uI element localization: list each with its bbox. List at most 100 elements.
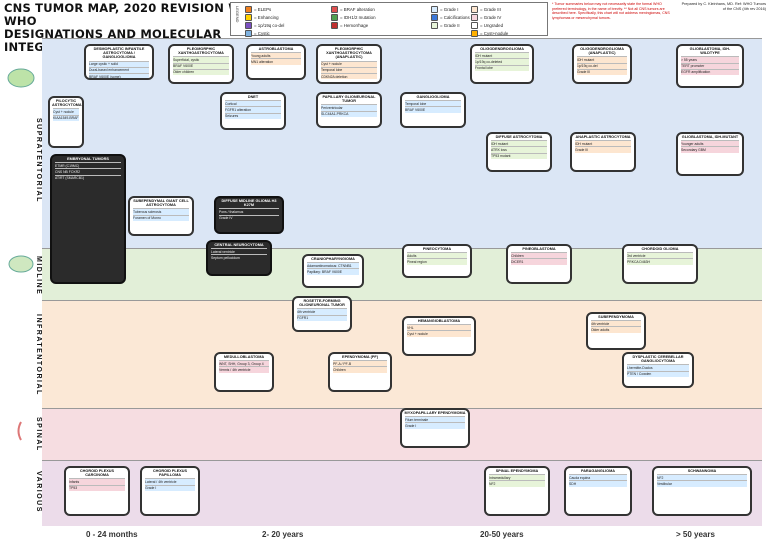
tumor-card-line: Papillary: BRAF V600E <box>307 268 359 275</box>
tumor-card-line: Grade IV <box>219 214 279 221</box>
legend-box: LEGEND = ELEPs= Enhancing= 1p/19q co-del… <box>230 2 548 37</box>
tumor-card-title: Central neurocytoma <box>214 243 264 247</box>
tumor-card-line: CNS NB FOXR2 <box>55 168 121 174</box>
tumor-card-line: Children <box>333 366 387 373</box>
tumor-card: SchwannomaNF2Vestibular <box>652 466 752 516</box>
tumor-card-line: Tuberous sclerosis <box>133 208 189 215</box>
legend-item: = Ungraded <box>471 22 503 29</box>
tumor-card-title: Anaplastic astrocytoma <box>575 135 631 139</box>
author-credit: Prepared by C. Kleinhans, MD. Ref: WHO T… <box>681 2 766 11</box>
tumor-card-line: Foramen of Monro <box>133 214 189 221</box>
legend-item: = Calcifications <box>431 14 470 21</box>
tumor-card: Choroid plexus carcinomaInfantsTP53 <box>64 466 130 516</box>
tumor-card: Pilocytic astrocytomaCyst + noduleKIAA15… <box>48 96 84 148</box>
tumor-card-title: Oligodendroglioma <box>480 47 524 51</box>
tumor-card-line: Vermis / 4th ventricle <box>219 366 269 373</box>
tumor-card-title: Craniopharyngioma <box>311 257 355 261</box>
tumor-card-title: Rosette-forming glioneuronal tumor <box>299 299 345 308</box>
legend-swatch-icon <box>245 14 252 21</box>
tumor-card-line: Vestibular <box>657 480 747 487</box>
tumor-card-line: Pons / thalamus <box>219 208 279 214</box>
x-label-older: > 50 years <box>676 530 715 539</box>
tumor-card-line: PTEN / Cowden <box>627 370 689 377</box>
legend-item-label: = ELEPs <box>254 7 272 12</box>
tumor-card-title: Glioblastoma, IDH-wildtype <box>689 47 731 56</box>
tumor-card-title: Desmoplastic infantile astrocytoma / gan… <box>93 47 145 60</box>
tumor-card-title: Astroblastoma <box>258 47 294 51</box>
tumor-card-line: Young adults <box>251 52 301 59</box>
tumor-card-title: Subependymal giant cell astrocytoma <box>133 199 189 208</box>
legend-item-label: = Grade I <box>440 7 459 12</box>
tumor-card-line: Cyst + nodule <box>321 60 377 67</box>
tumor-card: Desmoplastic infantile astrocytoma / gan… <box>84 44 154 80</box>
tumor-card-line: 1p/19q co-deleted <box>475 58 529 65</box>
tumor-card-line: Septum pellucidum <box>211 254 267 260</box>
tumor-card-line: Superficial, cystic <box>173 56 229 63</box>
tumor-card-line: Adults <box>407 252 467 259</box>
tumor-card-line: EGFR amplification <box>681 68 739 76</box>
x-label-infant: 0 - 24 months <box>86 530 138 539</box>
legend-item-label: = Ungraded <box>480 23 504 28</box>
tumor-card-line: DICER1 <box>511 258 567 265</box>
legend-item: = Hemorrhage <box>331 22 368 29</box>
tumor-card-title: Ependymoma (PF) <box>342 355 378 359</box>
tumor-card-line: BRAF V600E <box>405 106 461 113</box>
legend-item-label: = Enhancing <box>254 15 279 20</box>
tumor-card-line: AT/RT (SMARCB1) <box>55 174 121 181</box>
legend-item: = Cyst+nodule <box>471 30 508 37</box>
tumor-card: Choroid plexus papillomaLateral / 4th ve… <box>140 466 200 516</box>
tumor-card-line: SDH <box>569 480 627 487</box>
tumor-card-line: 1p/19q co-del <box>577 62 627 69</box>
legend-item: = Grade I <box>431 6 458 13</box>
tumor-card: Spinal ependymomaIntramedullaryNF2 <box>484 466 550 516</box>
tumor-card-line: IDH mutant <box>577 56 627 63</box>
legend-item-label: = Grade II <box>440 23 460 28</box>
tumor-card-line: 4th ventricle <box>591 320 641 327</box>
tumor-card-line: Grade I <box>145 484 195 491</box>
legend-item: = ELEPs <box>245 6 271 13</box>
tumor-card-line: FGFR1 <box>297 314 347 321</box>
tumor-card-title: Papillary glioneuronal tumor <box>322 95 376 104</box>
legend-item: = Grade III <box>471 6 501 13</box>
tumor-card-title: DNET <box>247 95 259 99</box>
tumor-card-line: IDH mutant <box>491 140 547 147</box>
tumor-card: PineoblastomaChildrenDICER1 <box>506 244 572 284</box>
tumor-card-title: Dysplastic cerebellar gangliocytoma <box>632 355 684 364</box>
tumor-card-line: Cauda equina <box>569 474 627 481</box>
tumor-card-title: Schwannoma <box>687 469 717 473</box>
tumor-card: MedulloblastomaWNT, SHH, Group 3, Group … <box>214 352 274 392</box>
tumor-card-line: ATRX loss <box>491 146 547 153</box>
brain-midline-icon <box>8 255 34 273</box>
tumor-card-line: PRKCA D463H <box>627 258 693 265</box>
tumor-card-title: Pilocytic astrocytoma <box>52 99 82 108</box>
tumor-card-line: Adamantinomatous: CTNNB1 <box>307 262 359 269</box>
tumor-card-line: PF-A / PF-B <box>333 360 387 367</box>
tumor-card-line: > 55 years <box>681 56 739 63</box>
tumor-card-title: Choroid plexus carcinoma <box>79 469 115 478</box>
legend-swatch-icon <box>245 22 252 29</box>
tumor-card-title: Spinal ependymoma <box>495 469 539 473</box>
tumor-card-title: Glioblastoma, IDH-mutant <box>681 135 739 139</box>
x-label-child: 2- 20 years <box>262 530 304 539</box>
tumor-card-line: CDKN2A deletion <box>321 73 377 80</box>
tumor-card-line: Children <box>511 252 567 259</box>
legend-item-label: = Grade III <box>480 7 501 12</box>
